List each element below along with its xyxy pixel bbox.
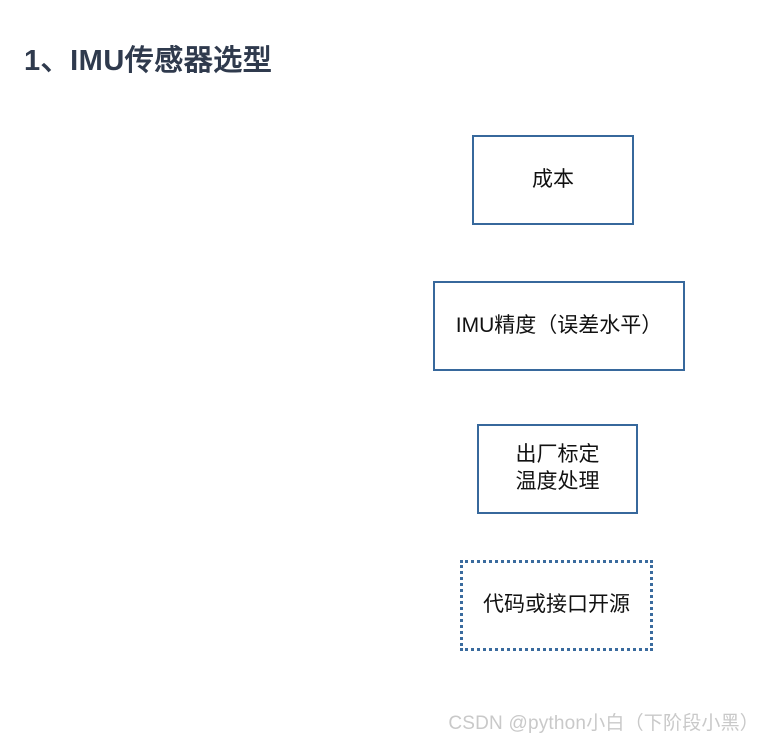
flow-box-open-source-label: 代码或接口开源 (483, 593, 630, 617)
flow-box-imu-accuracy[interactable]: IMU精度（误差水平） (433, 281, 685, 371)
flow-box-factory-calibration[interactable]: 出厂标定 温度处理 (477, 424, 638, 514)
flow-box-cost-label: 成本 (532, 167, 574, 191)
watermark-text: CSDN @python小白（下阶段小黑） (448, 713, 759, 734)
flow-box-open-source[interactable]: 代码或接口开源 (460, 560, 653, 651)
flow-box-imu-accuracy-label: IMU精度（误差水平） (455, 313, 663, 337)
flow-box-cost[interactable]: 成本 (472, 135, 634, 225)
page-title: 1、IMU传感器选型 (24, 45, 273, 77)
flow-box-factory-calibration-label: 出厂标定 温度处理 (515, 443, 600, 493)
